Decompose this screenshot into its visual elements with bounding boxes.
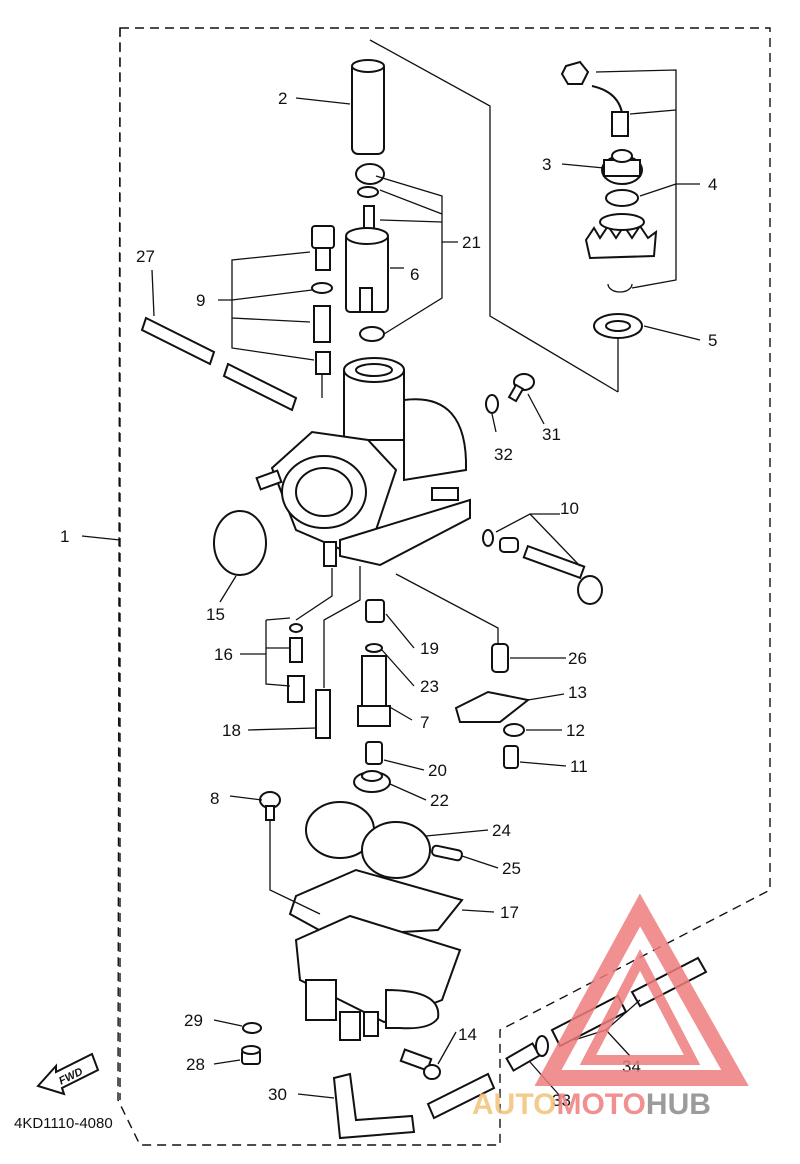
callout-2: 2	[278, 89, 287, 108]
callout-numbers: 1 2 3 4 5 6 7 8 9 10 11 12 13 14 15 16 1…	[60, 89, 717, 1110]
watermark-text: AUTOMOTOHUB	[472, 1088, 711, 1121]
part-15-o-ring	[213, 510, 267, 576]
part-17-gasket	[288, 868, 464, 938]
callout-13: 13	[568, 683, 587, 702]
assembly-frame	[117, 27, 771, 1146]
callout-15: 15	[206, 605, 225, 624]
part-18-pilot-jet	[315, 689, 331, 739]
part-3-cap	[601, 149, 643, 185]
automotohub-watermark: AUTOMOTOHUB	[472, 893, 749, 1121]
watermark-moto: MOTO	[556, 1088, 645, 1121]
part-29-washer	[242, 1022, 262, 1034]
part-32-washer	[485, 394, 499, 414]
part-6-throttle-valve	[345, 227, 389, 313]
callout-17: 17	[500, 903, 519, 922]
callout-11: 11	[570, 757, 588, 776]
carburetor-body	[255, 357, 471, 567]
part-24-float	[305, 801, 431, 879]
part-11-screw	[503, 745, 519, 769]
part-14-drain-screw	[399, 1048, 441, 1080]
part-13-plate	[454, 690, 531, 723]
part-code: 4KD1110-4080	[14, 1115, 113, 1132]
part-26-air-screw	[491, 643, 509, 673]
watermark-inner-triangle	[579, 949, 701, 1065]
part-33-fitting	[505, 1035, 549, 1072]
callout-33: 33	[552, 1091, 571, 1110]
watermark-triangle-logo	[534, 893, 749, 1086]
part-21-jet-needle	[355, 163, 385, 237]
part-7-needle-jet	[357, 655, 391, 727]
callout-30: 30	[268, 1085, 287, 1104]
callout-20: 20	[428, 761, 447, 780]
callout-10: 10	[560, 499, 579, 518]
callout-16: 16	[214, 645, 233, 664]
callout-22: 22	[430, 791, 449, 810]
callout-8: 8	[210, 789, 219, 808]
callout-7: 7	[420, 713, 429, 732]
top-nut	[584, 213, 658, 260]
part-12-washer	[503, 723, 525, 737]
part-31-screw	[507, 373, 535, 403]
callout-18: 18	[222, 721, 241, 740]
part-20-valve-seat	[365, 741, 383, 765]
callout-31: 31	[542, 425, 561, 444]
leader-lines	[81, 39, 701, 1099]
callout-14: 14	[458, 1025, 477, 1044]
part-25-float-pin	[431, 844, 463, 862]
fwd-arrow-marker: FWD	[36, 1052, 100, 1096]
part-5-gasket	[593, 313, 643, 339]
watermark-hub: HUB	[646, 1088, 711, 1121]
callout-5: 5	[708, 331, 717, 350]
callout-23: 23	[420, 677, 439, 696]
callout-27: 27	[136, 247, 155, 266]
part-2-cable-sleeve	[351, 59, 385, 155]
part-30-drain-hose	[332, 1072, 496, 1140]
part-22-seat	[353, 770, 391, 793]
callout-4: 4	[708, 175, 717, 194]
callout-12: 12	[566, 721, 585, 740]
callout-26: 26	[568, 649, 587, 668]
callout-28: 28	[186, 1055, 205, 1074]
washer-4	[605, 189, 639, 207]
e-clip	[607, 283, 633, 293]
part-16-starter-plunger	[287, 623, 305, 703]
part-10-throttle-screw	[482, 529, 603, 605]
part-28-bolt	[241, 1045, 261, 1065]
callout-19: 19	[420, 639, 439, 658]
callout-21: 21	[462, 233, 481, 252]
callout-9: 9	[196, 291, 205, 310]
callout-6: 6	[410, 265, 419, 284]
part-27-vent-tube	[140, 316, 298, 412]
callout-29: 29	[184, 1011, 203, 1030]
float-bowl	[294, 914, 462, 1041]
part-4-cable-fitting	[560, 60, 629, 137]
callout-1: 1	[60, 527, 69, 546]
callout-24: 24	[492, 821, 511, 840]
part-19-main-jet	[365, 599, 385, 623]
callout-25: 25	[502, 859, 521, 878]
part-8-screw	[259, 791, 281, 821]
part-23-o-ring	[365, 643, 383, 653]
part-9-pilot-screw	[311, 225, 335, 398]
washer-21	[359, 326, 385, 342]
callout-3: 3	[542, 155, 551, 174]
watermark-auto: AUTO	[472, 1088, 556, 1121]
callout-32: 32	[494, 445, 513, 464]
